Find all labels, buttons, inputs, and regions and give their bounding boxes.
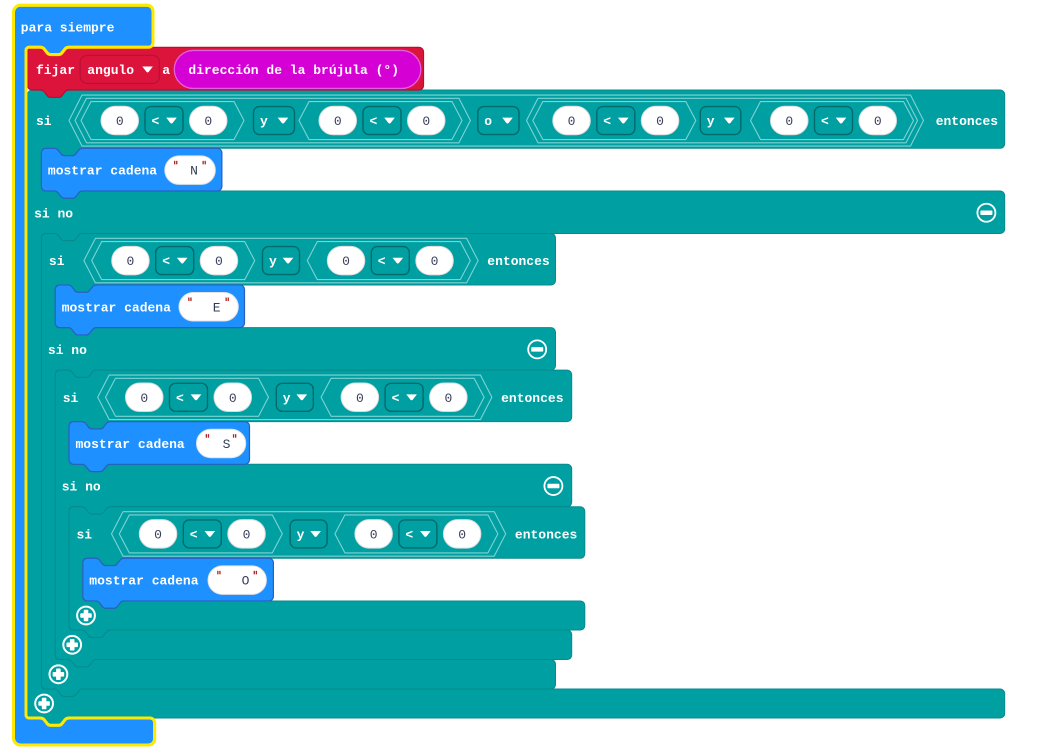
svg-text:0: 0 [127,254,135,269]
svg-text:0: 0 [785,114,793,129]
svg-text:0: 0 [334,114,342,129]
svg-text:para siempre: para siempre [21,20,115,35]
svg-text:0: 0 [356,391,364,406]
svg-text:0: 0 [874,114,882,129]
svg-text:0: 0 [422,114,430,129]
svg-text:E: E [213,300,221,315]
svg-text:0: 0 [656,114,664,129]
svg-text:<: < [176,391,184,406]
svg-text:y: y [707,114,715,129]
svg-text:0: 0 [243,528,251,543]
svg-text:0: 0 [229,391,237,406]
svg-text:y: y [297,528,305,543]
svg-text:mostrar cadena: mostrar cadena [76,437,185,452]
svg-text:si: si [77,528,93,543]
svg-text:<: < [370,114,378,129]
svg-text:S: S [223,437,231,452]
svg-text:angulo: angulo [87,63,134,78]
svg-text:0: 0 [116,114,124,129]
svg-text:y: y [283,391,291,406]
svg-text:mostrar cadena: mostrar cadena [62,300,171,315]
svg-text:0: 0 [154,528,162,543]
svg-text:<: < [152,114,160,129]
svg-text:entonces: entonces [501,391,564,406]
svg-text:dirección de la brújula (°): dirección de la brújula (°) [188,63,399,78]
svg-text:0: 0 [204,114,212,129]
svg-text:si no: si no [62,480,101,495]
svg-text:fijar: fijar [36,63,75,78]
svg-text:si: si [63,391,79,406]
svg-text:0: 0 [215,254,223,269]
svg-text:0: 0 [458,528,466,543]
svg-text:<: < [821,114,829,129]
svg-text:si no: si no [48,343,87,358]
svg-text:entonces: entonces [515,528,578,543]
svg-text:a: a [162,63,170,78]
svg-text:<: < [405,528,413,543]
svg-text:0: 0 [140,391,148,406]
svg-text:0: 0 [431,254,439,269]
svg-text:0: 0 [370,528,378,543]
svg-text:si: si [36,114,52,129]
svg-text:<: < [190,528,198,543]
svg-text:mostrar cadena: mostrar cadena [89,574,198,589]
svg-text:N: N [190,164,198,179]
svg-text:mostrar cadena: mostrar cadena [48,164,157,179]
svg-text:0: 0 [568,114,576,129]
svg-text:0: 0 [444,391,452,406]
svg-text:y: y [269,254,277,269]
svg-text:0: 0 [342,254,350,269]
svg-text:o: o [484,114,492,129]
svg-text:<: < [162,254,170,269]
svg-text:O: O [242,574,250,589]
svg-text:si: si [49,254,65,269]
svg-text:<: < [603,114,611,129]
svg-text:entonces: entonces [936,114,999,129]
svg-text:y: y [260,114,268,129]
svg-text:si no: si no [34,206,73,221]
svg-text:entonces: entonces [487,254,550,269]
svg-text:<: < [378,254,386,269]
svg-text:<: < [392,391,400,406]
